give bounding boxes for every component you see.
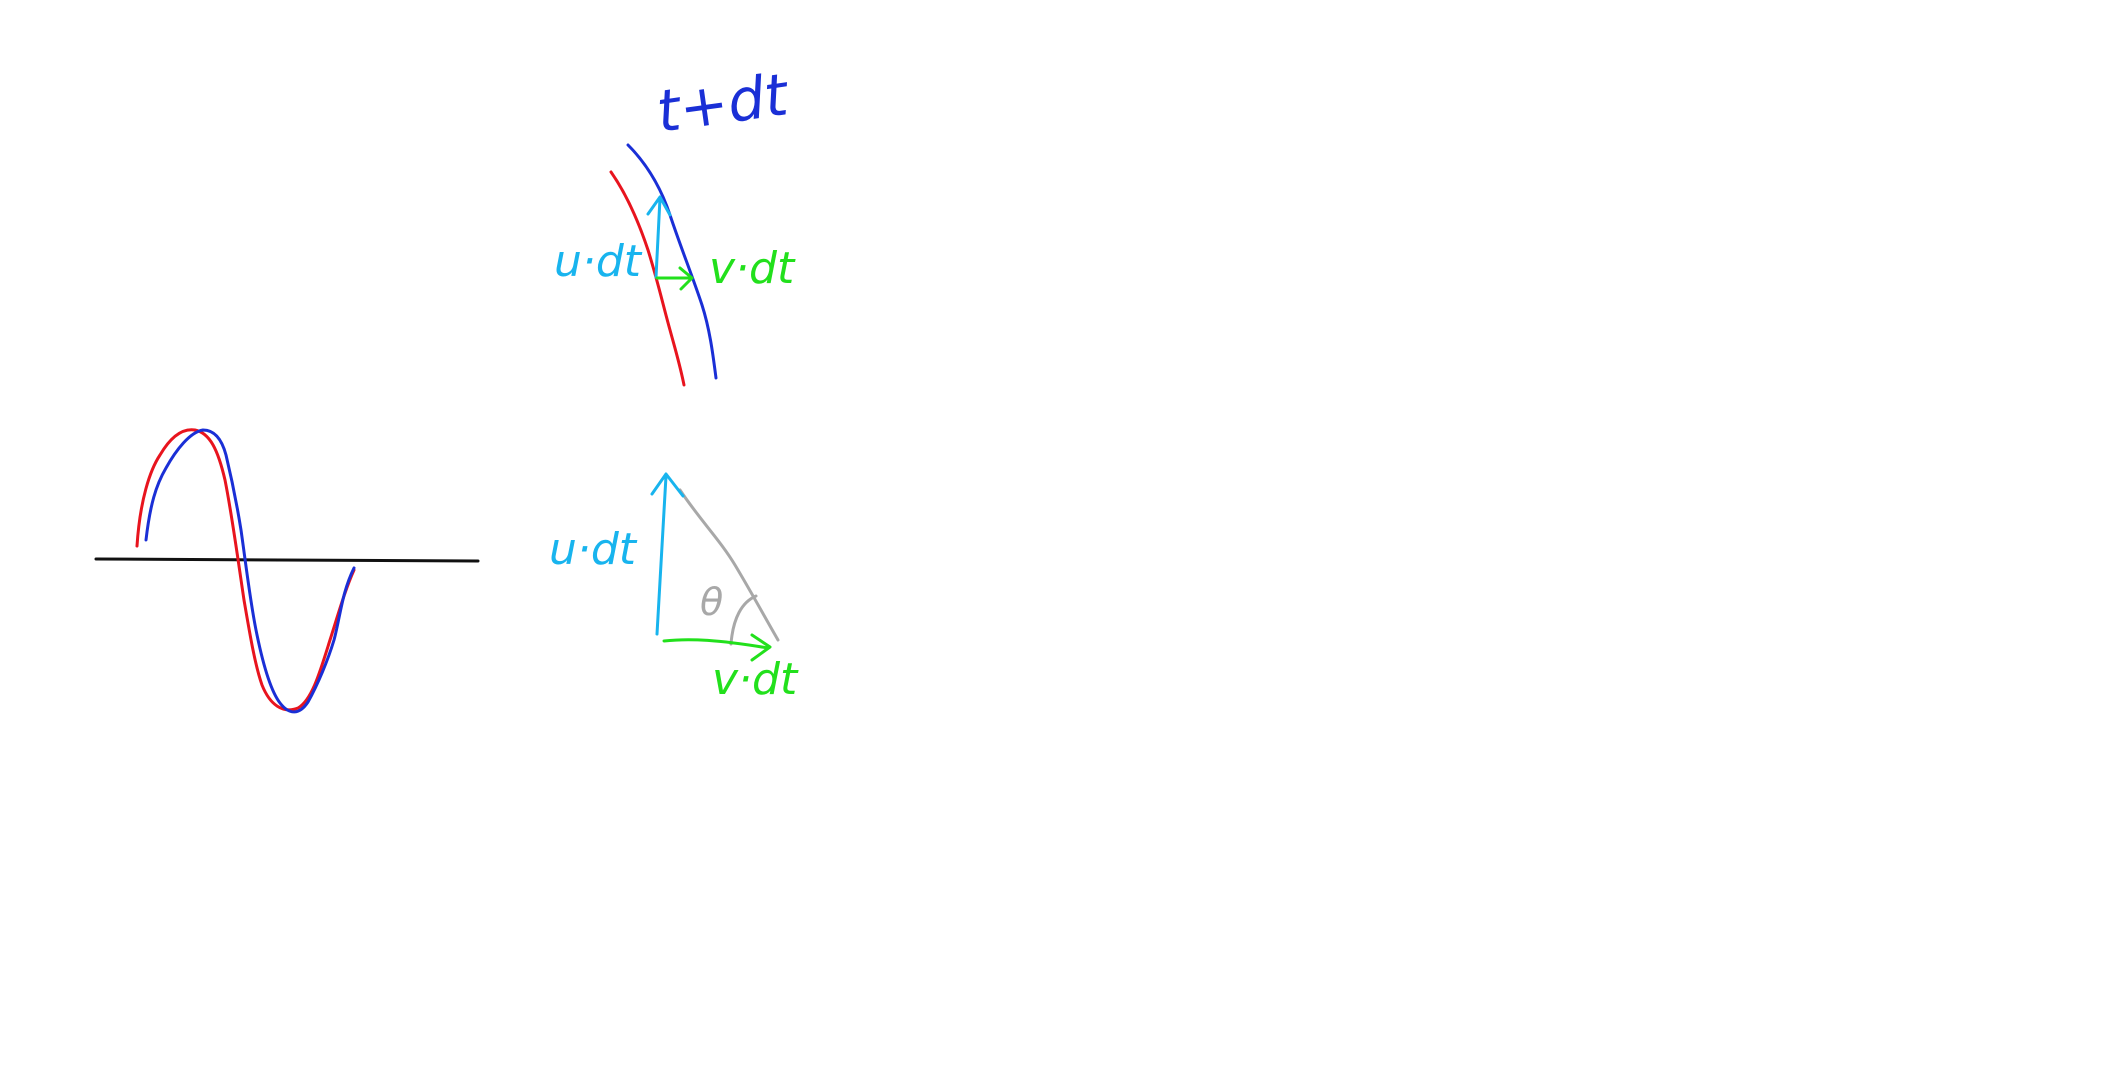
red-wave-curve	[135, 428, 356, 712]
v-dt-label-top: v·dt	[709, 243, 796, 294]
hypotenuse-line	[678, 488, 780, 642]
v-dt-label-triangle: v·dt	[712, 654, 799, 705]
u-dt-label-top: u·dt	[554, 236, 643, 287]
u-dt-arrow-triangle	[650, 472, 685, 636]
red-wavefront-curve	[609, 170, 686, 387]
angle-arc	[729, 594, 758, 646]
wavefront-sketch: t+dt u·dt v·dt	[554, 60, 796, 387]
horizontal-axis	[94, 557, 480, 563]
theta-symbol: θ	[700, 580, 723, 624]
velocity-triangle: θ u·dt v·dt	[549, 472, 799, 705]
v-dt-arrow-top	[655, 266, 694, 291]
v-dt-arrow-triangle	[662, 633, 772, 662]
wave-sketch	[94, 428, 480, 714]
blue-wave-curve	[144, 428, 356, 714]
u-dt-label-triangle: u·dt	[549, 524, 638, 575]
blue-wavefront-curve	[626, 143, 718, 380]
u-dt-arrow-top	[646, 195, 672, 279]
t-dt-label: t+dt	[652, 60, 793, 146]
